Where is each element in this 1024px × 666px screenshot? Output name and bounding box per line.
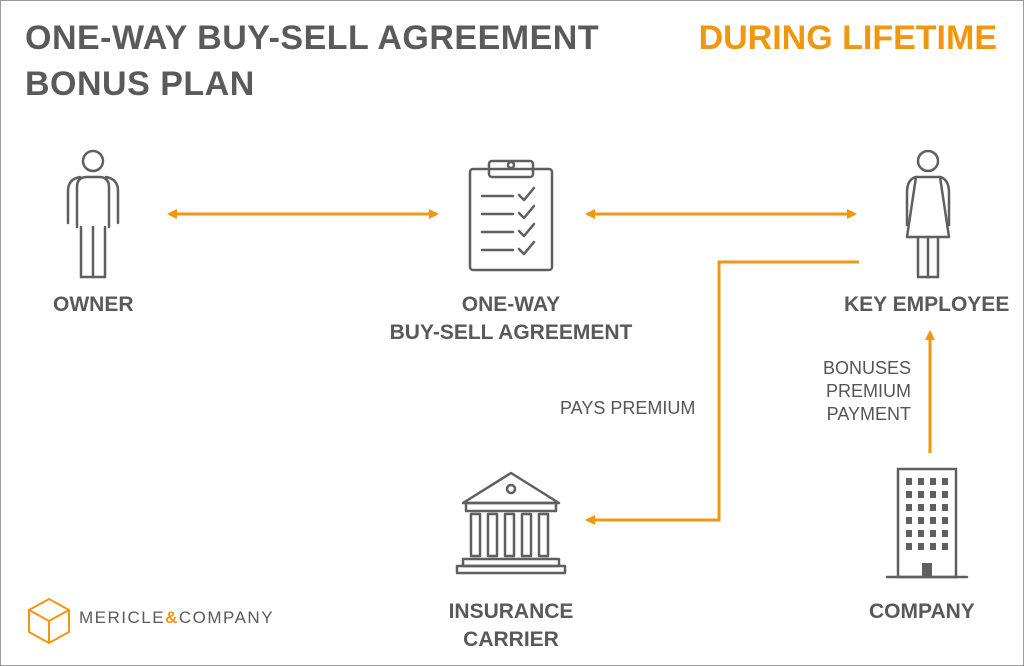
office-window bbox=[942, 530, 948, 537]
office-window bbox=[942, 504, 948, 511]
key-employee-label: KEY EMPLOYEE bbox=[844, 293, 1010, 316]
company-logo: MERICLE&COMPANY bbox=[71, 595, 274, 641]
logo-name-part-2: COMPANY bbox=[178, 608, 275, 627]
office-window bbox=[918, 491, 924, 498]
pays-premium-label: PAYS PREMIUM bbox=[560, 398, 696, 418]
company-label: COMPANY bbox=[869, 600, 975, 623]
office-window bbox=[906, 491, 912, 498]
bonuses-label-line-2: PREMIUM bbox=[826, 381, 911, 401]
office-window bbox=[942, 517, 948, 524]
office-window bbox=[918, 504, 924, 511]
office-window bbox=[930, 530, 936, 537]
title-line-1: ONE-WAY BUY-SELL AGREEMENT bbox=[25, 19, 600, 57]
page-title: ONE-WAY BUY-SELL AGREEMENT BONUS PLAN bbox=[25, 15, 599, 107]
logo-ampersand: & bbox=[165, 608, 179, 627]
title-line-2: BONUS PLAN bbox=[25, 65, 255, 103]
office-window bbox=[906, 543, 912, 550]
logo-wordmark: MERICLE&COMPANY bbox=[79, 608, 274, 628]
logo-name-part-1: MERICLE bbox=[79, 608, 166, 627]
insurance-carrier-label-line-1: INSURANCE bbox=[448, 600, 574, 623]
office-window bbox=[906, 530, 912, 537]
owner-label: OWNER bbox=[53, 293, 134, 316]
office-window bbox=[942, 491, 948, 498]
agreement-label: ONE-WAY BUY-SELL AGREEMENT bbox=[381, 291, 641, 347]
premium-payment-arrow bbox=[585, 260, 859, 525]
office-window bbox=[918, 517, 924, 524]
office-window bbox=[930, 504, 936, 511]
office-window bbox=[930, 491, 936, 498]
office-window bbox=[930, 517, 936, 524]
insurance-carrier-label: INSURANCE CARRIER bbox=[431, 598, 591, 654]
office-building-icon bbox=[885, 467, 969, 579]
clipboard-checklist-icon bbox=[468, 159, 554, 272]
office-window bbox=[906, 504, 912, 511]
insurance-carrier-label-line-2: CARRIER bbox=[463, 628, 559, 651]
office-window bbox=[930, 543, 936, 550]
office-window bbox=[906, 517, 912, 524]
office-window bbox=[942, 478, 948, 485]
bonuses-premium-payment-label: BONUSES PREMIUM PAYMENT bbox=[803, 357, 911, 426]
bank-building-icon bbox=[455, 471, 567, 575]
woman-icon bbox=[905, 149, 951, 279]
page-subtitle: DURING LIFETIME bbox=[698, 19, 997, 57]
office-window bbox=[930, 478, 936, 485]
agreement-label-line-2: BUY-SELL AGREEMENT bbox=[389, 321, 633, 344]
office-window bbox=[918, 478, 924, 485]
cube-logo-icon bbox=[28, 598, 70, 644]
agreement-label-line-1: ONE-WAY bbox=[461, 293, 561, 316]
office-window bbox=[918, 543, 924, 550]
office-window bbox=[918, 530, 924, 537]
office-window bbox=[942, 543, 948, 550]
man-icon bbox=[66, 149, 120, 279]
bonuses-label-line-1: BONUSES bbox=[822, 358, 911, 378]
bonuses-label-line-3: PAYMENT bbox=[826, 404, 911, 424]
office-window bbox=[906, 478, 912, 485]
